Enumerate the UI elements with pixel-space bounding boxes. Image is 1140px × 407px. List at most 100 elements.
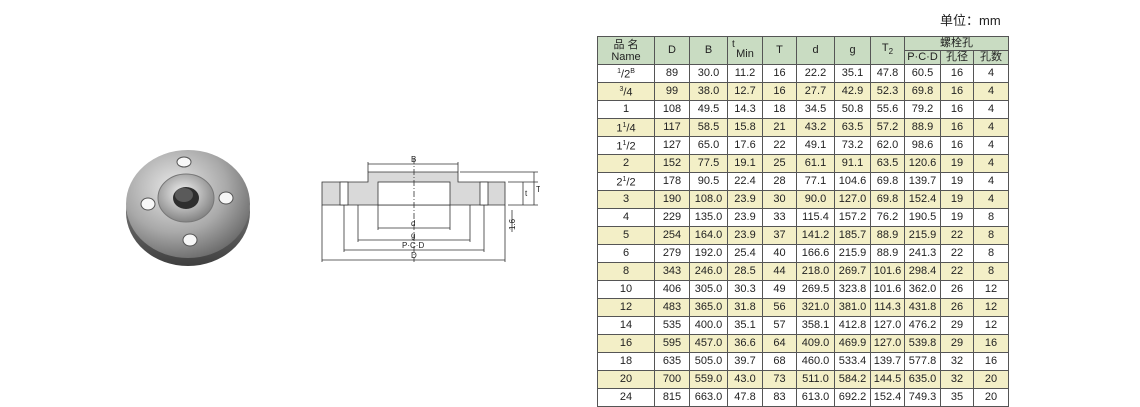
cell-b: 90.5	[689, 172, 728, 191]
cell-t2: 101.6	[870, 280, 905, 299]
cell-hd: 22	[940, 226, 974, 245]
cell-t: 31.8	[727, 298, 763, 317]
dim-label-B: B	[411, 155, 416, 164]
cell-hn: 4	[973, 64, 1009, 83]
header-name-en: Name	[611, 50, 641, 63]
cell-g: 692.2	[834, 388, 871, 407]
header-hole-diameter: 孔径	[940, 50, 974, 65]
cell-t: 36.6	[727, 334, 763, 353]
cell-hn: 12	[973, 298, 1009, 317]
size-whole: 3	[622, 193, 630, 205]
cell-hn: 4	[973, 82, 1009, 101]
cell-pcd: 120.6	[904, 154, 941, 173]
cell-t2: 62.0	[870, 136, 905, 155]
cell-d: 511.0	[796, 370, 835, 389]
cell-d: 358.1	[796, 316, 835, 335]
cell-hd: 19	[940, 154, 974, 173]
cell-t: 30	[762, 190, 797, 209]
cell-d: 27.7	[796, 82, 835, 101]
cell-t: 57	[762, 316, 797, 335]
cell-d: 117	[654, 118, 690, 137]
cell-hn: 16	[973, 352, 1009, 371]
header-hole-count: 孔数	[973, 50, 1009, 65]
cell-pcd: 539.8	[904, 334, 941, 353]
cell-pcd: 577.8	[904, 352, 941, 371]
cell-g: 584.2	[834, 370, 871, 389]
cell-hd: 19	[940, 172, 974, 191]
cell-d: 409.0	[796, 334, 835, 353]
dim-label-d: d	[411, 219, 415, 228]
cell-hn: 8	[973, 226, 1009, 245]
cell-d: 406	[654, 280, 690, 299]
header-T2-base: T	[881, 42, 889, 55]
cell-g: 381.0	[834, 298, 871, 317]
cell-hn: 4	[973, 118, 1009, 137]
cell-d: 279	[654, 244, 690, 263]
cell-g: 73.2	[834, 136, 871, 155]
cell-d: 34.5	[796, 100, 835, 119]
cell-g: 323.8	[834, 280, 871, 299]
cell-d: 535	[654, 316, 690, 335]
cell-hd: 22	[940, 262, 974, 281]
cell-t: 56	[762, 298, 797, 317]
cell-b: 65.0	[689, 136, 728, 155]
cell-hn: 8	[973, 208, 1009, 227]
cell-d: 49.1	[796, 136, 835, 155]
cell-g: 35.1	[834, 64, 871, 83]
cell-d: 700	[654, 370, 690, 389]
cell-t2: 127.0	[870, 316, 905, 335]
header-t: t	[732, 39, 735, 50]
cell-t2: 52.3	[870, 82, 905, 101]
cell-size: 21/2	[597, 172, 655, 191]
cell-size: 4	[597, 208, 655, 227]
size-whole: 1	[616, 122, 623, 135]
dim-label-D: D	[411, 251, 417, 260]
cell-d: 141.2	[796, 226, 835, 245]
cell-t2: 47.8	[870, 64, 905, 83]
cell-d: 613.0	[796, 388, 835, 407]
cell-d: 108	[654, 100, 690, 119]
cell-b: 49.5	[689, 100, 728, 119]
header-T2-sub: 2	[888, 47, 894, 57]
cell-t2: 144.5	[870, 370, 905, 389]
cell-d: 483	[654, 298, 690, 317]
cell-d: 595	[654, 334, 690, 353]
header-t-min: t Min	[727, 36, 763, 65]
cell-d: 343	[654, 262, 690, 281]
size-denominator: 2	[629, 176, 636, 189]
size-whole: 18	[619, 355, 633, 367]
cell-d: 269.5	[796, 280, 835, 299]
cell-t: 40	[762, 244, 797, 263]
cell-d: 190	[654, 190, 690, 209]
cell-hd: 26	[940, 280, 974, 299]
header-name: 品 名 Name	[597, 36, 655, 65]
header-pcd: P·C·D	[904, 50, 941, 65]
cell-d: 178	[654, 172, 690, 191]
header-min: Min	[736, 48, 754, 60]
cell-size: 12	[597, 298, 655, 317]
cell-t: 12.7	[727, 82, 763, 101]
cell-g: 42.9	[834, 82, 871, 101]
cell-hd: 32	[940, 370, 974, 389]
cell-t: 37	[762, 226, 797, 245]
cell-g: 269.7	[834, 262, 871, 281]
cell-pcd: 152.4	[904, 190, 941, 209]
cell-d: 77.1	[796, 172, 835, 191]
cell-size: 24	[597, 388, 655, 407]
cell-d: 635	[654, 352, 690, 371]
cell-g: 50.8	[834, 100, 871, 119]
size-denominator: 2	[624, 68, 631, 81]
cell-t2: 76.2	[870, 208, 905, 227]
flange-photo	[126, 150, 250, 266]
cell-g: 127.0	[834, 190, 871, 209]
cell-pcd: 362.0	[904, 280, 941, 299]
cell-size: 11/4	[597, 118, 655, 137]
cell-b: 305.0	[689, 280, 728, 299]
cell-hd: 32	[940, 352, 974, 371]
cell-size: 10	[597, 280, 655, 299]
cell-t2: 69.8	[870, 190, 905, 209]
cell-t2: 152.4	[870, 388, 905, 407]
